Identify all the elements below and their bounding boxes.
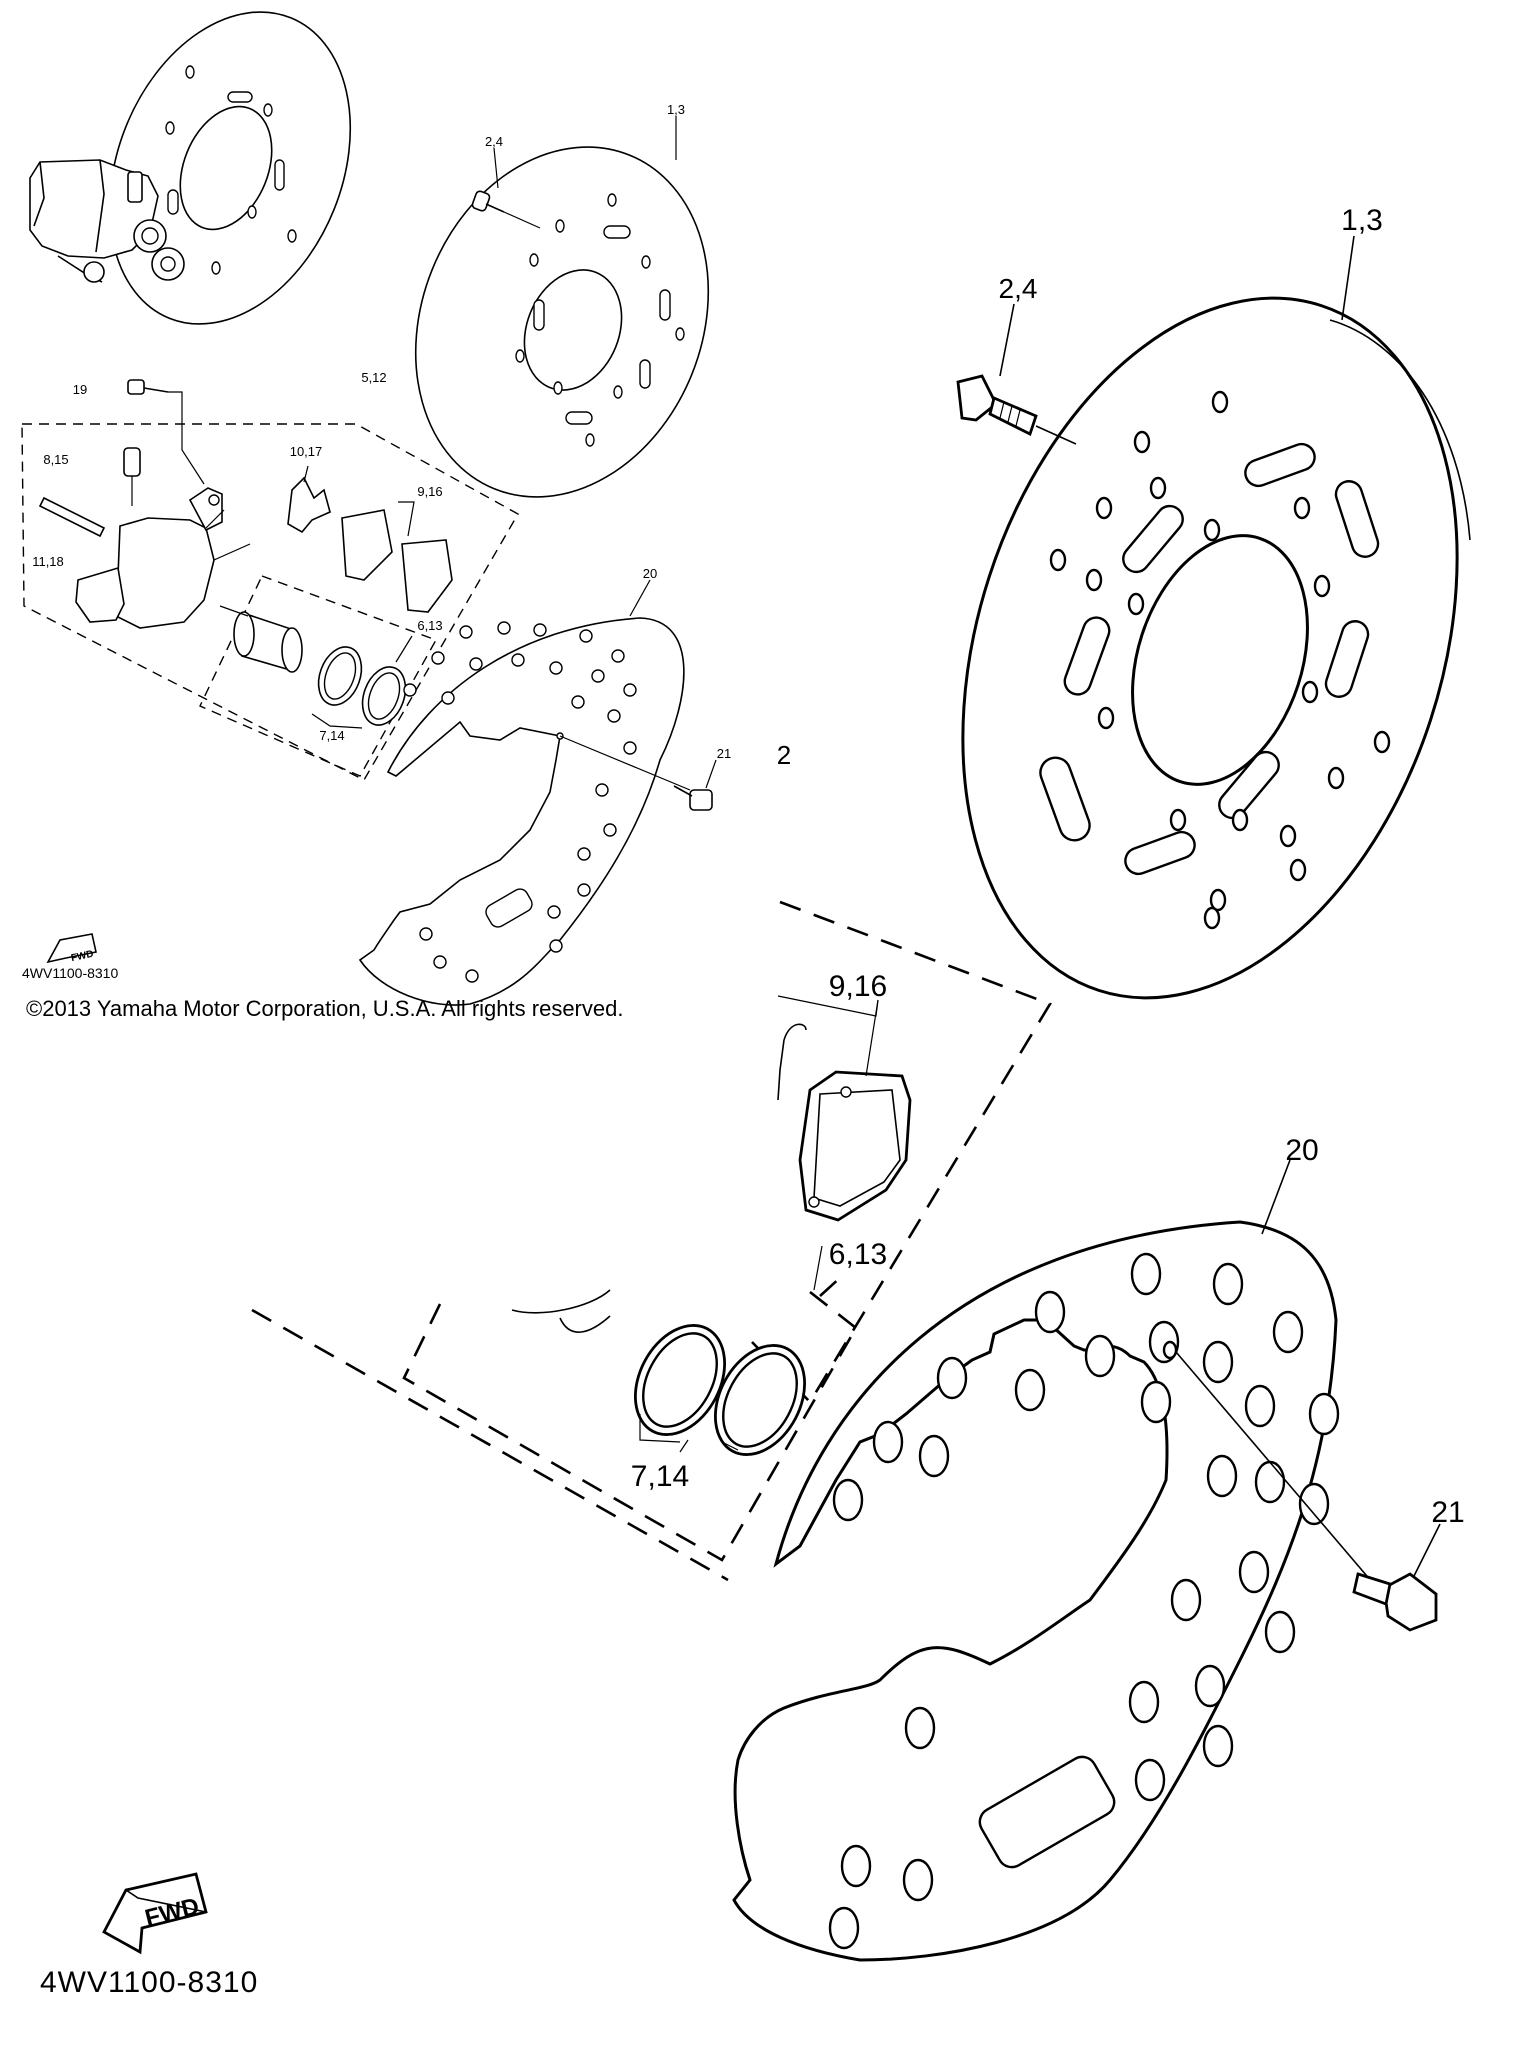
small-caliper-bolt [127, 379, 205, 485]
small-callout-piston-seal-kit: 6,13 [417, 618, 442, 633]
large-seal-box [402, 1303, 858, 1562]
small-pad-support [287, 465, 331, 534]
large-pad-leader [813, 1245, 823, 1291]
large-protector-bolt [1352, 1523, 1441, 1632]
small-callout-caliper-bolt: 19 [73, 382, 87, 397]
small-seals [311, 635, 413, 729]
large-pads [777, 995, 912, 1222]
small-callout-pin: 11,18 [32, 554, 64, 569]
small-callout-pad-support: 10,17 [290, 444, 323, 459]
copyright-notice: ©2013 Yamaha Motor Corporation, U.S.A. A… [26, 996, 624, 1021]
small-mounted-disc [108, 11, 352, 325]
large-seal-box-top [809, 1290, 857, 1330]
small-protector-bolt [673, 759, 717, 811]
small-callout-seal: 7,14 [319, 728, 344, 743]
large-callout-seal: 7,14 [631, 1460, 689, 1493]
small-callout-protector-bolt: 21 [717, 746, 731, 761]
fragment-glyph: 2 [777, 740, 791, 770]
large-fwd-arrow-icon [102, 1872, 208, 1955]
small-piston [219, 605, 303, 673]
small-callout-disc-bolt: 2,4 [485, 134, 503, 149]
small-callout-bleed-screw: 8,15 [43, 452, 68, 467]
large-callout-pad-set: 9,16 [829, 970, 887, 1003]
small-diagram [21, 11, 717, 1006]
small-pin [38, 496, 106, 538]
small-protector [358, 579, 691, 1006]
small-pads [341, 501, 453, 613]
large-callout-disc-bolt: 2,4 [999, 273, 1038, 304]
small-caliper-box [21, 423, 519, 781]
small-caliper-body [75, 487, 251, 629]
large-seals [511, 1289, 806, 1456]
large-disc-bolt [956, 303, 1077, 445]
small-diagram-code: 4WV1100-8310 [22, 965, 119, 981]
small-callout-protector: 20 [643, 566, 657, 581]
small-bleed-screw [123, 447, 141, 506]
large-callout-protector: 20 [1285, 1134, 1318, 1167]
large-disc [961, 296, 1471, 1000]
small-mounted-caliper [29, 159, 185, 283]
large-callout-piston-seal-kit: 6,13 [829, 1238, 887, 1271]
small-callout-disc: 1,3 [667, 102, 685, 117]
large-callout-disc: 1,3 [1341, 204, 1383, 237]
small-disc [414, 146, 710, 498]
large-caliper-box-lower [251, 1308, 729, 1582]
small-fwd-label: FWD [70, 949, 95, 964]
small-callout-pad-set: 9,16 [417, 484, 442, 499]
small-fwd-arrow-icon [46, 933, 97, 964]
large-diagram [102, 235, 1471, 1962]
large-diagram-code: 4WV1100-8310 [40, 1966, 259, 1999]
large-disc-leader [1341, 235, 1355, 321]
small-seal-box [199, 575, 438, 777]
small-disc-bolt [471, 190, 541, 229]
large-protector [732, 1159, 1373, 1962]
large-callout-protector-bolt: 21 [1431, 1496, 1464, 1529]
large-seal-box-top2 [819, 1275, 843, 1297]
small-callout-caliper-assy: 5,12 [361, 370, 386, 385]
